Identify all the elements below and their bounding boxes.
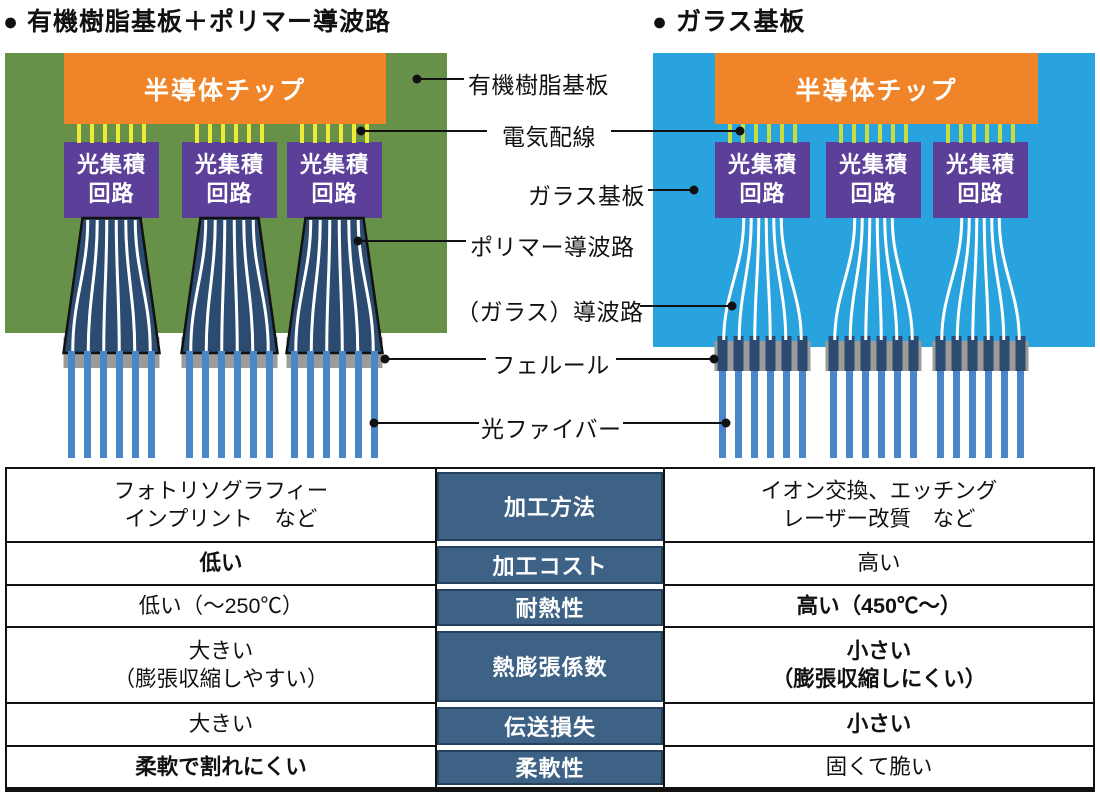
ferrule-block (181, 337, 278, 368)
optical-fiber-line (1001, 371, 1008, 458)
table-row: 低い（～250℃） 耐熱性 高い（450℃～） (7, 586, 1093, 628)
table-cell-right: 固くて脆い (825, 754, 933, 779)
optical-fiber-line (719, 371, 726, 458)
optical-fiber-line (234, 351, 241, 458)
table-cell-right: イオン交換、エッチング レーザー改質 など (665, 469, 1093, 543)
optical-fiber-line (783, 371, 790, 458)
optical-fiber-line (339, 351, 346, 458)
optical-fiber-line (68, 351, 75, 458)
table-cell-left: フォトリソグラフィー インプリント など (7, 469, 435, 543)
optical-circuit-box: 光集積 回路 (287, 142, 382, 218)
optical-fiber-line (830, 371, 837, 458)
optical-fiber-line (1017, 371, 1024, 458)
table-header-label: 柔軟性 (437, 749, 663, 785)
table-header-cell: 加工コスト (435, 543, 665, 586)
table-cell-right: 高い (665, 543, 1093, 586)
table-row: フォトリソグラフィー インプリント など 加工方法 イオン交換、エッチング レー… (7, 469, 1093, 543)
label-optical-fiber: 光ファイバー (481, 416, 622, 442)
table-cell-right: 高い（450℃～） (665, 586, 1093, 628)
section-title-right: ● ガラス基板 (652, 8, 806, 36)
table-cell-left: 低い (7, 543, 435, 586)
leader-dot (709, 354, 719, 364)
label-electrical-wiring: 電気配線 (502, 124, 596, 150)
optical-fiber-line (969, 371, 976, 458)
optical-fiber-line (894, 371, 901, 458)
table-row: 柔軟で割れにくい 柔軟性 固くて脆い (7, 747, 1093, 787)
optical-fiber-line (202, 351, 209, 458)
optical-fiber-line (862, 371, 869, 458)
optical-fiber-line (323, 351, 330, 458)
table-header-cell: 耐熱性 (435, 586, 665, 628)
label-glass-waveguide: （ガラス）導波路 (456, 299, 644, 325)
table-cell-right: 小さい (665, 704, 1093, 747)
leader-dot (369, 418, 379, 428)
table-header-cell: 加工方法 (435, 469, 665, 543)
optical-fiber-line (250, 351, 257, 458)
table-header-cell: 柔軟性 (435, 747, 665, 787)
optical-fiber-line (878, 371, 885, 458)
optical-fiber-line (266, 351, 273, 458)
table-cell-left: 低い（～250℃） (7, 586, 435, 628)
optical-circuit-box: 光集積 回路 (933, 142, 1028, 218)
optical-fiber-line (799, 371, 806, 458)
ferrule-block (63, 337, 160, 368)
label-polymer-waveguide: ポリマー導波路 (470, 234, 635, 260)
table-cell-left: 大きい (7, 704, 435, 747)
table-header-cell: 熱膨張係数 (435, 628, 665, 704)
optical-circuit-box: 光集積 回路 (64, 142, 159, 218)
optical-fiber-line (132, 351, 139, 458)
optical-fiber-line (218, 351, 225, 458)
table-header-cell: 伝送損失 (435, 704, 665, 747)
table-cell-left: 柔軟で割れにくい (135, 754, 307, 779)
optical-fiber-line (751, 371, 758, 458)
leader-dot (380, 354, 390, 364)
optical-fiber-line (767, 371, 774, 458)
table-row: 大きい （膨張収縮しやすい） 熱膨張係数 小さい （膨張収縮しにくい） (7, 628, 1093, 704)
table-header-label: 伝送損失 (437, 706, 663, 745)
table-header-label: 加工コスト (437, 545, 663, 584)
optical-fiber-line (84, 351, 91, 458)
optical-fiber-line (371, 351, 378, 458)
ferrule-block (286, 337, 383, 368)
optical-fiber-line (307, 351, 314, 458)
table-header-label: 熱膨張係数 (437, 630, 663, 702)
table-cell-right: 小さい （膨張収縮しにくい） (665, 628, 1093, 704)
optical-fiber-line (937, 371, 944, 458)
optical-circuit-box: 光集積 回路 (715, 142, 810, 218)
optical-circuit-box: 光集積 回路 (182, 142, 277, 218)
optical-fiber-line (735, 371, 742, 458)
section-title-left: ● 有機樹脂基板＋ポリマー導波路 (3, 8, 392, 36)
table-header-label: 耐熱性 (437, 588, 663, 626)
table-header-label: 加工方法 (437, 471, 663, 541)
optical-circuit-box: 光集積 回路 (826, 142, 921, 218)
label-ferrule: フェルール (492, 352, 610, 378)
optical-fiber-line (291, 351, 298, 458)
optical-fiber-line (116, 351, 123, 458)
table-cell-left: 大きい （膨張収縮しやすい） (7, 628, 435, 704)
table-row: 低い 加工コスト 高い (7, 543, 1093, 586)
label-organic-substrate: 有機樹脂基板 (468, 72, 609, 98)
optical-fiber-line (846, 371, 853, 458)
optical-fiber-line (910, 371, 917, 458)
comparison-table: フォトリソグラフィー インプリント など 加工方法 イオン交換、エッチング レー… (5, 467, 1095, 792)
optical-fiber-line (186, 351, 193, 458)
optical-fiber-line (355, 351, 362, 458)
semiconductor-chip-right: 半導体チップ (715, 53, 1038, 124)
optical-fiber-line (148, 351, 155, 458)
label-glass-substrate: ガラス基板 (527, 183, 645, 209)
optical-fiber-line (100, 351, 107, 458)
semiconductor-chip-left: 半導体チップ (64, 53, 386, 124)
table-row: 大きい 伝送損失 小さい (7, 704, 1093, 747)
optical-fiber-line (953, 371, 960, 458)
leader-dot (721, 418, 731, 428)
optical-fiber-line (985, 371, 992, 458)
